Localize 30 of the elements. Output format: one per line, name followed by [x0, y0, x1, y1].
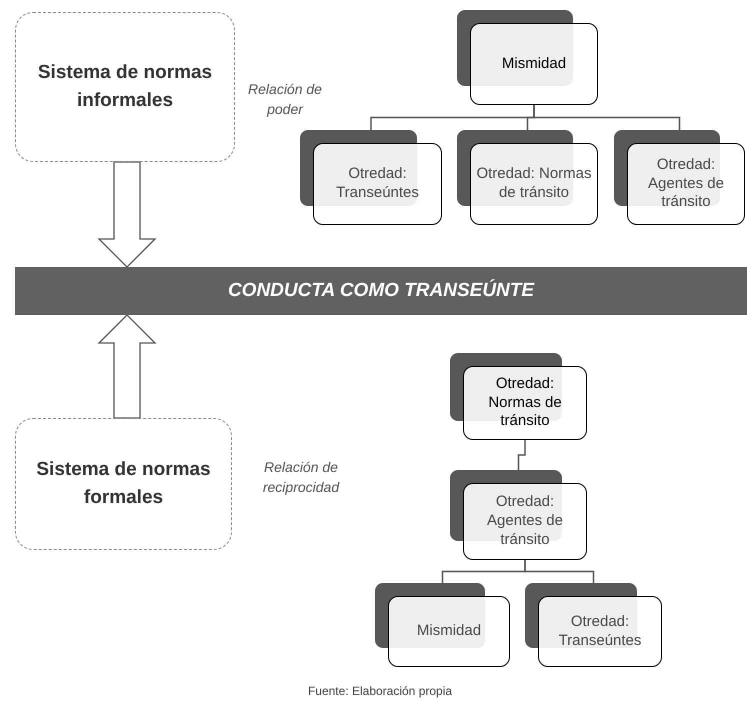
stacked-card: [450, 353, 587, 440]
card-text: Otredad: Transeúntes: [558, 612, 642, 650]
block-arrow: [97, 161, 157, 268]
card-text: Otredad: Agentes de tránsito: [486, 493, 564, 550]
stacked-card: [375, 583, 510, 667]
stacked-card: [300, 130, 442, 225]
dashed-box: [15, 418, 232, 550]
banner-bar: [15, 267, 747, 315]
connector-line: [518, 440, 526, 470]
system-title: Sistema de normas formales: [35, 458, 212, 510]
relation-label: Relación de poder: [247, 80, 323, 119]
card-text: Otredad: Transeúntes: [335, 165, 420, 203]
stacked-card: [457, 10, 598, 105]
connector-line: [524, 560, 594, 583]
card-text: Otredad: Normas de tránsito: [487, 374, 563, 432]
stacked-card: [614, 130, 745, 225]
stacked-card: [450, 470, 587, 560]
card-text: Otredad: Agentes de tránsito: [647, 156, 725, 212]
banner-text: CONDUCTA COMO TRANSEÚNTE: [228, 278, 534, 303]
source-caption: Fuente: Elaboración propia: [306, 683, 454, 700]
card-text: Otredad: Normas de tránsito: [475, 165, 593, 203]
card-text: Mismidad: [416, 622, 482, 641]
block-arrow: [97, 314, 157, 419]
card-text: Mismidad: [502, 54, 566, 74]
stacked-card: [457, 130, 598, 225]
dashed-box: [15, 12, 235, 162]
system-title: Sistema de normas informales: [36, 60, 214, 113]
connector-line: [533, 105, 680, 130]
relation-label: Relación de reciprocidad: [262, 458, 340, 497]
stacked-card: [525, 583, 662, 667]
